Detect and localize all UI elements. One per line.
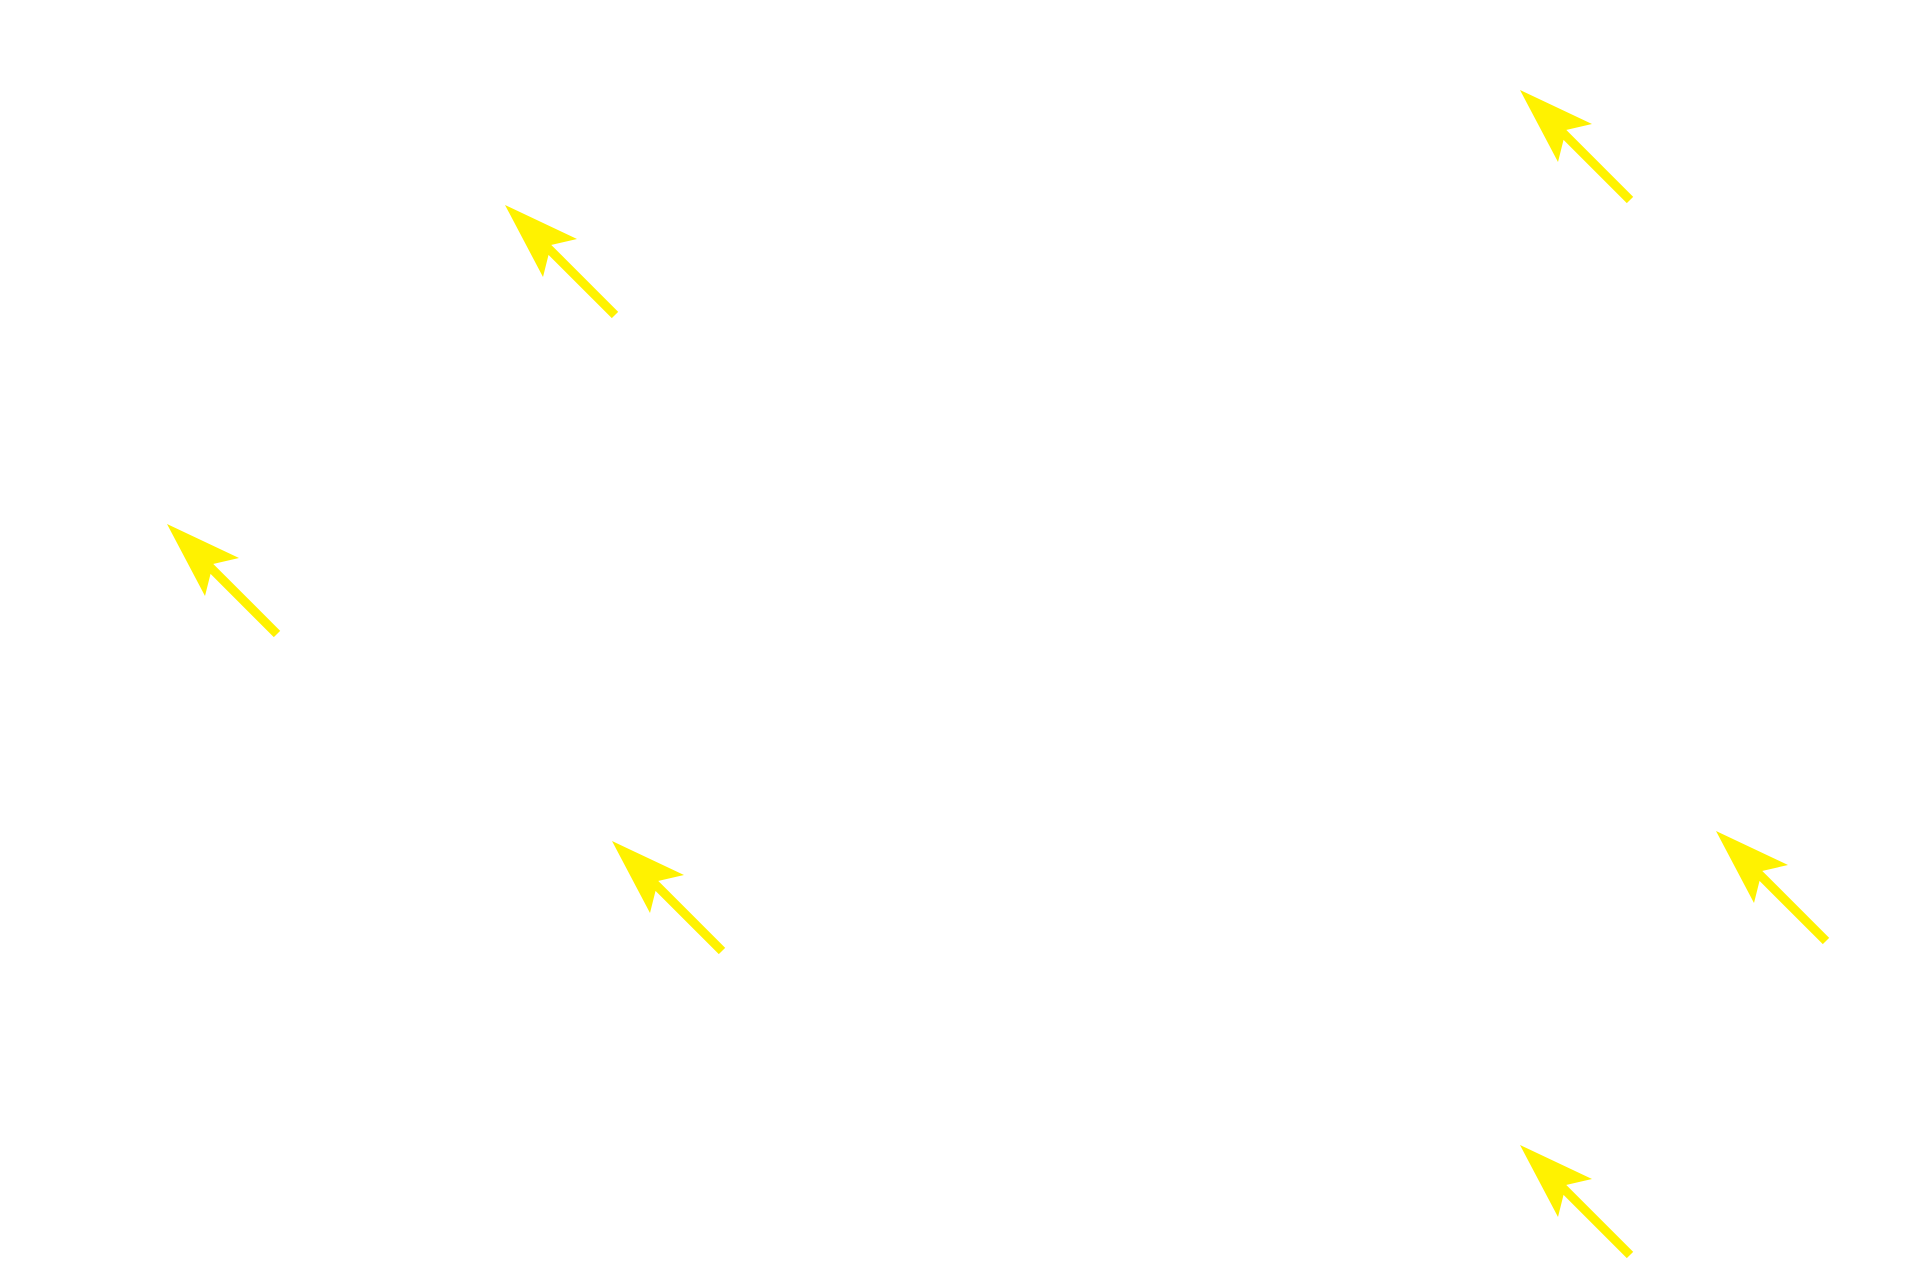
- arrow-up-left-icon: [1520, 1145, 1634, 1259]
- arrow-up-left-icon: [1520, 90, 1640, 210]
- arrow-up-left-icon: [505, 205, 619, 319]
- arrow-up-left-icon: [1520, 90, 1634, 204]
- arrow-up-left-icon: [1716, 831, 1836, 951]
- arrow-up-left-icon: [167, 524, 281, 638]
- arrow-up-left-icon: [167, 524, 287, 644]
- arrow-up-left-icon: [1716, 831, 1830, 945]
- arrow-up-left-icon: [505, 205, 625, 325]
- arrow-up-left-icon: [612, 841, 732, 961]
- arrow-up-left-icon: [612, 841, 726, 955]
- arrow-up-left-icon: [1520, 1145, 1640, 1265]
